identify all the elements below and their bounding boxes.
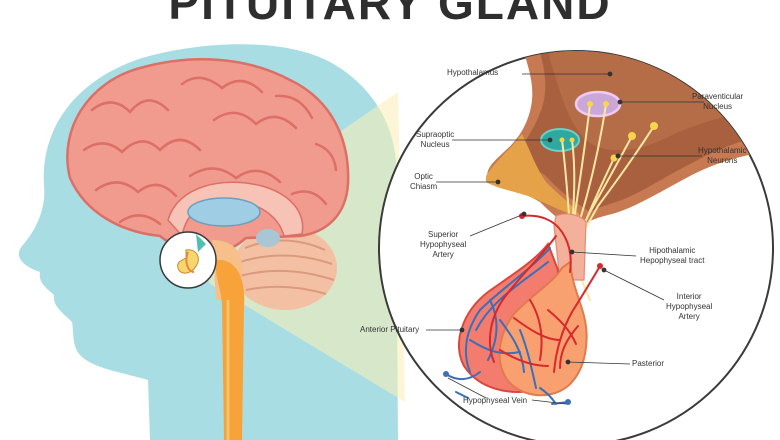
diagram-title: PITUITARY GLAND	[168, 0, 612, 29]
label-hipothalamic-tract: Hipothalamic Hepophyseal tract	[640, 246, 705, 265]
brain	[66, 58, 350, 300]
paraventicular-nucleus	[574, 90, 622, 118]
cerebellum	[233, 226, 337, 310]
spinal-cord	[215, 259, 245, 440]
optic-chiasm	[486, 134, 580, 216]
label-superior-hypophyseal-artery: Superior Hypophyseal Artery	[420, 230, 467, 259]
label-anterior-pituitary: Anterior Pituitary	[360, 325, 420, 334]
posterior-pituitary-lobe	[498, 260, 588, 397]
label-hypothalamic-neurons: Hypothalamic Neurons	[698, 146, 747, 165]
label-pasterior: Pasterior	[632, 359, 665, 368]
label-optic-chiasm: Optic Chiasm	[410, 172, 438, 191]
arteries	[488, 214, 601, 373]
label-supraoptic-nucleus: Supraoptic Nucleus	[416, 130, 455, 149]
label-hypophyseal-vein: Hypophyseal Vein	[463, 396, 528, 405]
label-paraventicular-nucleus: Paraventicular Nucleus	[692, 92, 744, 111]
label-interior-hypophyseal-artery: Interior Hypophyseal Artery	[666, 292, 713, 321]
label-hypothalamus: Hypothalamus	[447, 68, 499, 77]
pituitary-magnifier	[159, 231, 217, 289]
leader-lines	[426, 71, 704, 405]
